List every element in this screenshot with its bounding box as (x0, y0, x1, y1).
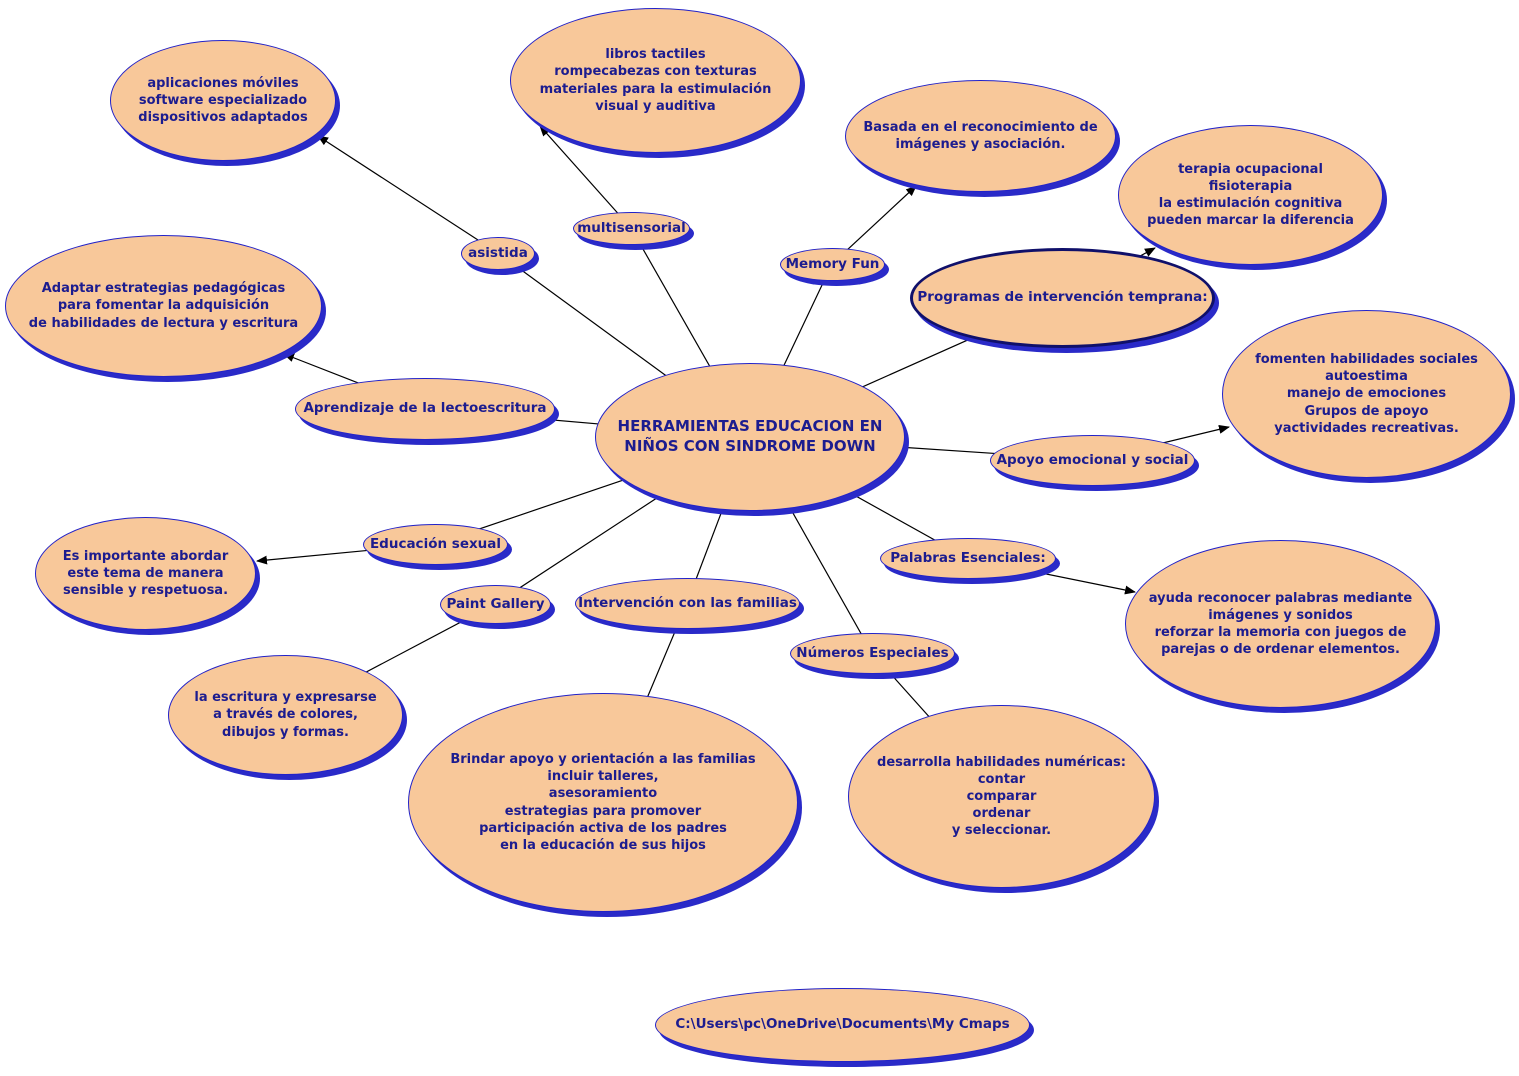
node-es-importante[interactable]: Es importante abordar este tema de maner… (35, 517, 256, 630)
node-libros-tactiles[interactable]: libros tactiles rompecabezas con textura… (510, 8, 801, 153)
node-escritura-expresarse[interactable]: la escritura y expresarse a través de co… (168, 655, 403, 775)
node-adaptar-estrategias[interactable]: Adaptar estrategias pedagógicas para fom… (5, 235, 322, 377)
node-memory-fun[interactable]: Memory Fun (780, 248, 885, 281)
node-apoyo-emocional[interactable]: Apoyo emocional y social (990, 435, 1195, 486)
node-ayuda-reconocer[interactable]: ayuda reconocer palabras mediante imágen… (1125, 540, 1436, 708)
node-terapia-ocupacional[interactable]: terapia ocupacional fisioterapia la esti… (1118, 125, 1383, 265)
node-basada-reconocimiento[interactable]: Basada en el reconocimiento de imágenes … (845, 80, 1116, 192)
node-fomenten-habilidades[interactable]: fomenten habilidades sociales autoestima… (1222, 310, 1511, 478)
node-paint-gallery[interactable]: Paint Gallery (440, 585, 551, 624)
node-desarrolla-habilidades[interactable]: desarrolla habilidades numéricas: contar… (848, 705, 1155, 888)
node-numeros-especiales[interactable]: Números Especiales (790, 633, 955, 674)
node-aprendizaje-lectoescritura[interactable]: Aprendizaje de la lectoescritura (295, 378, 555, 440)
node-programas-intervencion[interactable]: Programas de intervención temprana: (910, 248, 1215, 348)
node-cmaps-path[interactable]: C:\Users\pc\OneDrive\Documents\My Cmaps (655, 988, 1030, 1062)
node-intervencion-familias[interactable]: Intervención con las familias (575, 578, 800, 629)
node-multisensorial[interactable]: multisensorial (573, 212, 690, 245)
node-asistida[interactable]: asistida (461, 237, 535, 270)
node-apps-moviles[interactable]: aplicaciones móviles software especializ… (110, 40, 336, 161)
edge-asistida-apps-moviles (317, 135, 499, 254)
edge-multisensorial-libros (539, 125, 632, 229)
node-brindar-apoyo[interactable]: Brindar apoyo y orientación a las famili… (408, 693, 798, 912)
node-center-topic[interactable]: HERRAMIENTAS EDUCACION EN NIÑOS CON SIND… (595, 363, 905, 511)
node-palabras-esenciales[interactable]: Palabras Esenciales: (880, 538, 1056, 579)
node-educacion-sexual[interactable]: Educación sexual (363, 524, 508, 565)
